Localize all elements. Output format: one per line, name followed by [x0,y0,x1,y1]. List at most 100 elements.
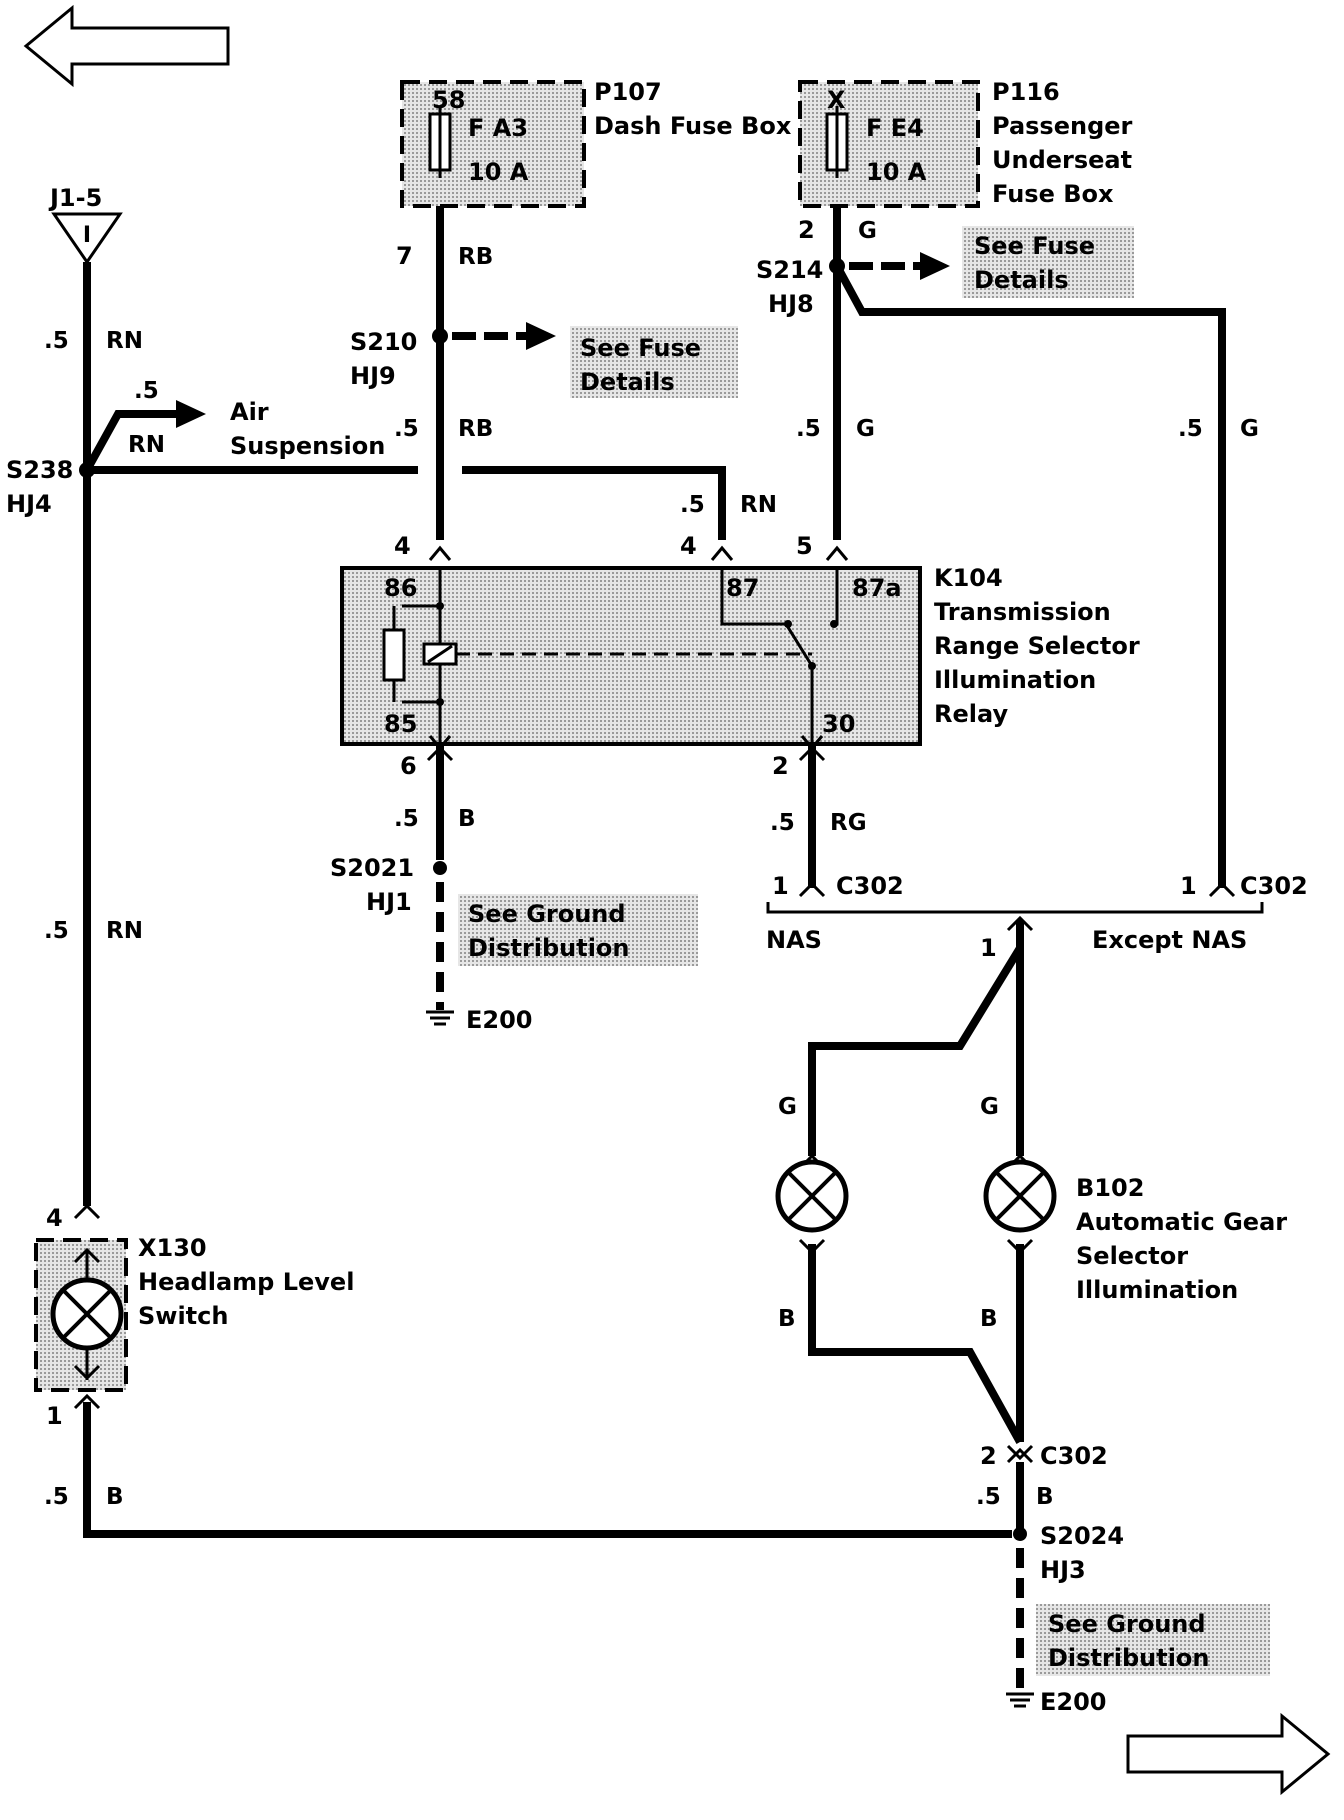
wire-color: RG [830,810,867,836]
component-id: X130 [138,1234,207,1262]
connector-id: C302 [836,872,904,900]
option-bracket [766,902,1264,914]
wire-color: G [980,1094,999,1120]
see-fuse-details-link-line1[interactable]: See Fuse [974,232,1095,260]
wire-g-except-nas [833,264,1226,888]
relay-label-line1: Transmission [934,598,1111,626]
arrow-icon [526,322,556,350]
pin-number: 6 [400,752,417,780]
previous-page-arrow-icon[interactable] [23,4,230,88]
fuse-box-label: Dash Fuse Box [594,112,792,140]
see-ground-link-line2[interactable]: Distribution [1048,1644,1210,1672]
fuse-box-label-line1: Passenger [992,112,1133,140]
option-nas: NAS [766,926,822,954]
splice-location: HJ4 [6,490,52,518]
ground-icon [426,1010,454,1026]
wire-color: G [1240,416,1259,442]
splice-dot [1013,1527,1027,1541]
arrow-icon [920,252,950,280]
wire-size: .5 [796,416,821,442]
bulb-left [775,1153,849,1255]
see-ground-link-line1[interactable]: See Ground [468,900,626,928]
fuse-box-p107: 58 F A3 10 A P107 Dash Fuse Box [400,78,792,208]
pin-number: 5 [796,532,813,560]
relay-pin-85: 85 [384,710,417,738]
splice-id: S2024 [1040,1522,1124,1550]
ground-id: E200 [466,1006,533,1034]
note-box [458,894,698,966]
next-page-arrow-icon[interactable] [1126,1712,1331,1796]
wire-g-bulb-left [808,945,1024,1156]
pin-number: 4 [394,532,411,560]
fuse-box-id: P116 [992,78,1060,106]
wire-size: .5 [1178,416,1203,442]
splice-location: HJ8 [768,290,814,318]
fuse-name-fa3: F A3 [468,114,528,142]
wire-color: RN [106,918,143,944]
wire-size: .5 [770,810,795,836]
component-label-line2: Switch [138,1302,228,1330]
see-ground-link-line2[interactable]: Distribution [468,934,630,962]
see-ground-link-line1[interactable]: See Ground [1048,1610,1206,1638]
component-id: B102 [1076,1174,1144,1202]
wire-rn-to-relay [462,466,726,540]
relay-label-line4: Relay [934,700,1008,728]
wire-size: .5 [44,918,69,944]
splice-dot [432,328,448,344]
connector-j1-5: J1-5 I [48,184,123,265]
wire-color: RN [740,492,777,518]
pin-number: 1 [1180,872,1197,900]
splice-dot [433,861,447,875]
relay-id: K104 [934,564,1003,592]
wire-size: .5 [680,492,705,518]
relay-pin-87a: 87a [852,574,902,602]
splice-id: S238 [6,456,73,484]
ground-icon [1006,1692,1034,1708]
see-fuse-details-link-line2[interactable]: Details [974,266,1069,294]
fuse-box-label-line3: Fuse Box [992,180,1114,208]
wire-b-switch-ground [83,1402,1012,1538]
relay-label-line2: Range Selector [934,632,1140,660]
see-fuse-details-link-line1[interactable]: See Fuse [580,334,701,362]
relay-pin-30: 30 [822,710,855,738]
connector-label: J1-5 [48,184,102,212]
relay-pin-86: 86 [384,574,417,602]
pin-number: 4 [46,1204,63,1232]
wire-color: RN [106,328,143,354]
arrow-icon [176,400,206,428]
note-box [962,226,1134,298]
relay-label-line3: Illumination [934,666,1096,694]
connector-id: C302 [1040,1442,1108,1470]
wire-size: .5 [44,328,69,354]
pin-number: 1 [980,934,997,962]
wire-size: .5 [394,416,419,442]
pin-number: 4 [680,532,697,560]
splice-id: S2021 [330,854,414,882]
see-fuse-details-link-line2[interactable]: Details [580,368,675,396]
splice-location: HJ3 [1040,1556,1086,1584]
wire-color: RB [458,416,493,442]
ground-id: E200 [1040,1688,1107,1716]
fuse-box-label-line2: Underseat [992,146,1132,174]
component-label-line2: Selector [1076,1242,1188,1270]
branch-label-line2: Suspension [230,432,385,460]
wire-color: B [1036,1484,1054,1510]
pin-number: 2 [980,1442,997,1470]
wire-color: G [858,218,877,244]
wire-color: G [856,416,875,442]
splice-id: S214 [756,256,823,284]
pin-number: 2 [798,216,815,244]
wire-color: B [778,1306,796,1332]
wire-color: B [458,806,476,832]
fuse-box-p116: X F E4 10 A P116 Passenger Underseat Fus… [798,78,1133,208]
wire-size: .5 [44,1484,69,1510]
pin-number: 1 [772,872,789,900]
relay-pin-87: 87 [726,574,759,602]
fuse-rating: 10 A [468,158,529,186]
component-label-line1: Headlamp Level [138,1268,354,1296]
note-box [570,326,738,398]
wire-size: .5 [394,806,419,832]
wire-color: B [980,1306,998,1332]
